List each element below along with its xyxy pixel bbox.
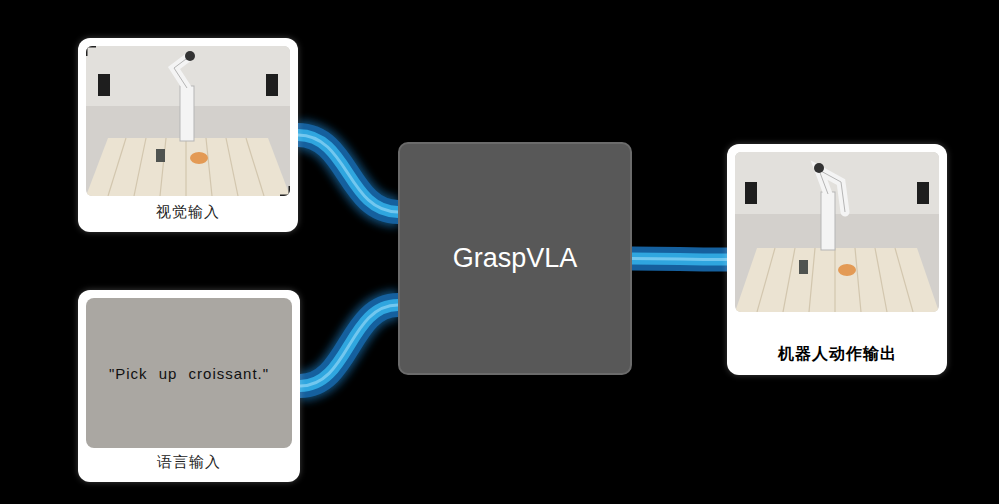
input-card: 语言输入 "Pick up croissant." (78, 290, 300, 482)
flow-band (300, 305, 398, 386)
band-highlight (632, 259, 727, 260)
band-core (632, 259, 727, 260)
band-core (298, 135, 398, 212)
input-card: 机器人动作输出 (727, 144, 947, 375)
band-glow (632, 259, 727, 260)
flow-band (632, 259, 727, 260)
band-highlight (300, 305, 398, 386)
model-box: GraspVLA (398, 142, 632, 375)
card-label: 语言输入 (157, 453, 221, 472)
prompt-box: "Pick up croissant." (86, 298, 292, 448)
band-glow (300, 305, 398, 386)
input-card: 视觉输入 (78, 38, 298, 232)
prompt-text: "Pick up croissant." (109, 365, 269, 382)
band-highlight (298, 135, 398, 212)
band-glow (298, 135, 398, 212)
robot-photo (86, 46, 290, 196)
model-name: GraspVLA (453, 243, 578, 274)
card-label: 视觉输入 (156, 203, 220, 222)
flow-band (300, 305, 398, 386)
card-label: 机器人动作输出 (778, 344, 897, 365)
flow-band (632, 259, 727, 260)
flow-band (298, 135, 398, 212)
band-core (300, 305, 398, 386)
flow-band (298, 135, 398, 212)
robot-photo (735, 152, 939, 312)
